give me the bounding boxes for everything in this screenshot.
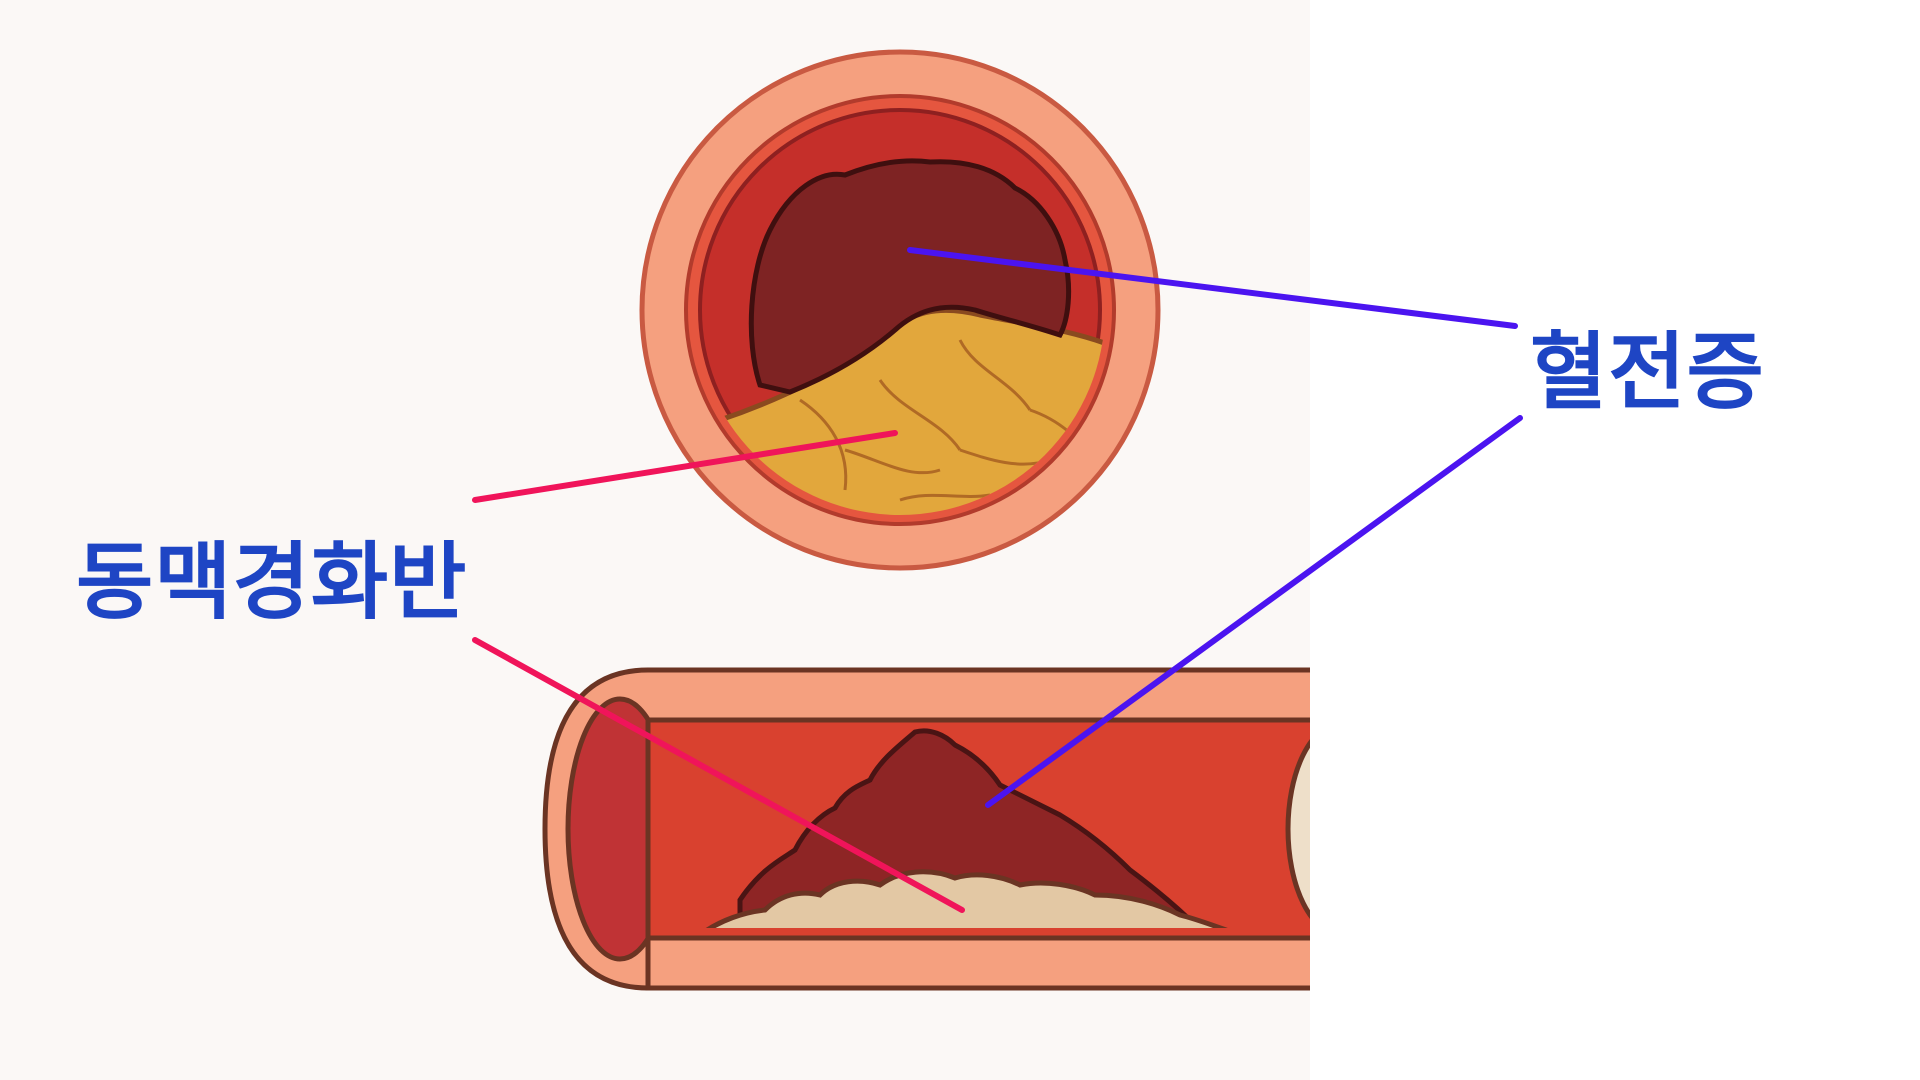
tube-lower-wall xyxy=(645,935,1310,991)
thrombus-pointer-bottom xyxy=(985,415,1523,808)
tube-thrombus xyxy=(737,728,1202,928)
thrombus-pointer-top xyxy=(907,247,1518,329)
plaque-pointer-bottom xyxy=(472,637,965,913)
cross-section-thrombus xyxy=(748,158,1072,395)
plaque-pointer-top xyxy=(472,430,898,503)
thrombosis-label: 혈전증 xyxy=(1530,323,1765,421)
tube-plaque xyxy=(705,869,1228,928)
atherosclerotic-plaque-label: 동맥경화반 xyxy=(76,533,468,631)
artery-cross-section xyxy=(639,49,1161,571)
pointer-lines xyxy=(472,247,1523,913)
artery-longitudinal-section xyxy=(542,667,1310,991)
tube-right-cut xyxy=(1285,739,1310,919)
blank-background xyxy=(1310,0,1920,1080)
